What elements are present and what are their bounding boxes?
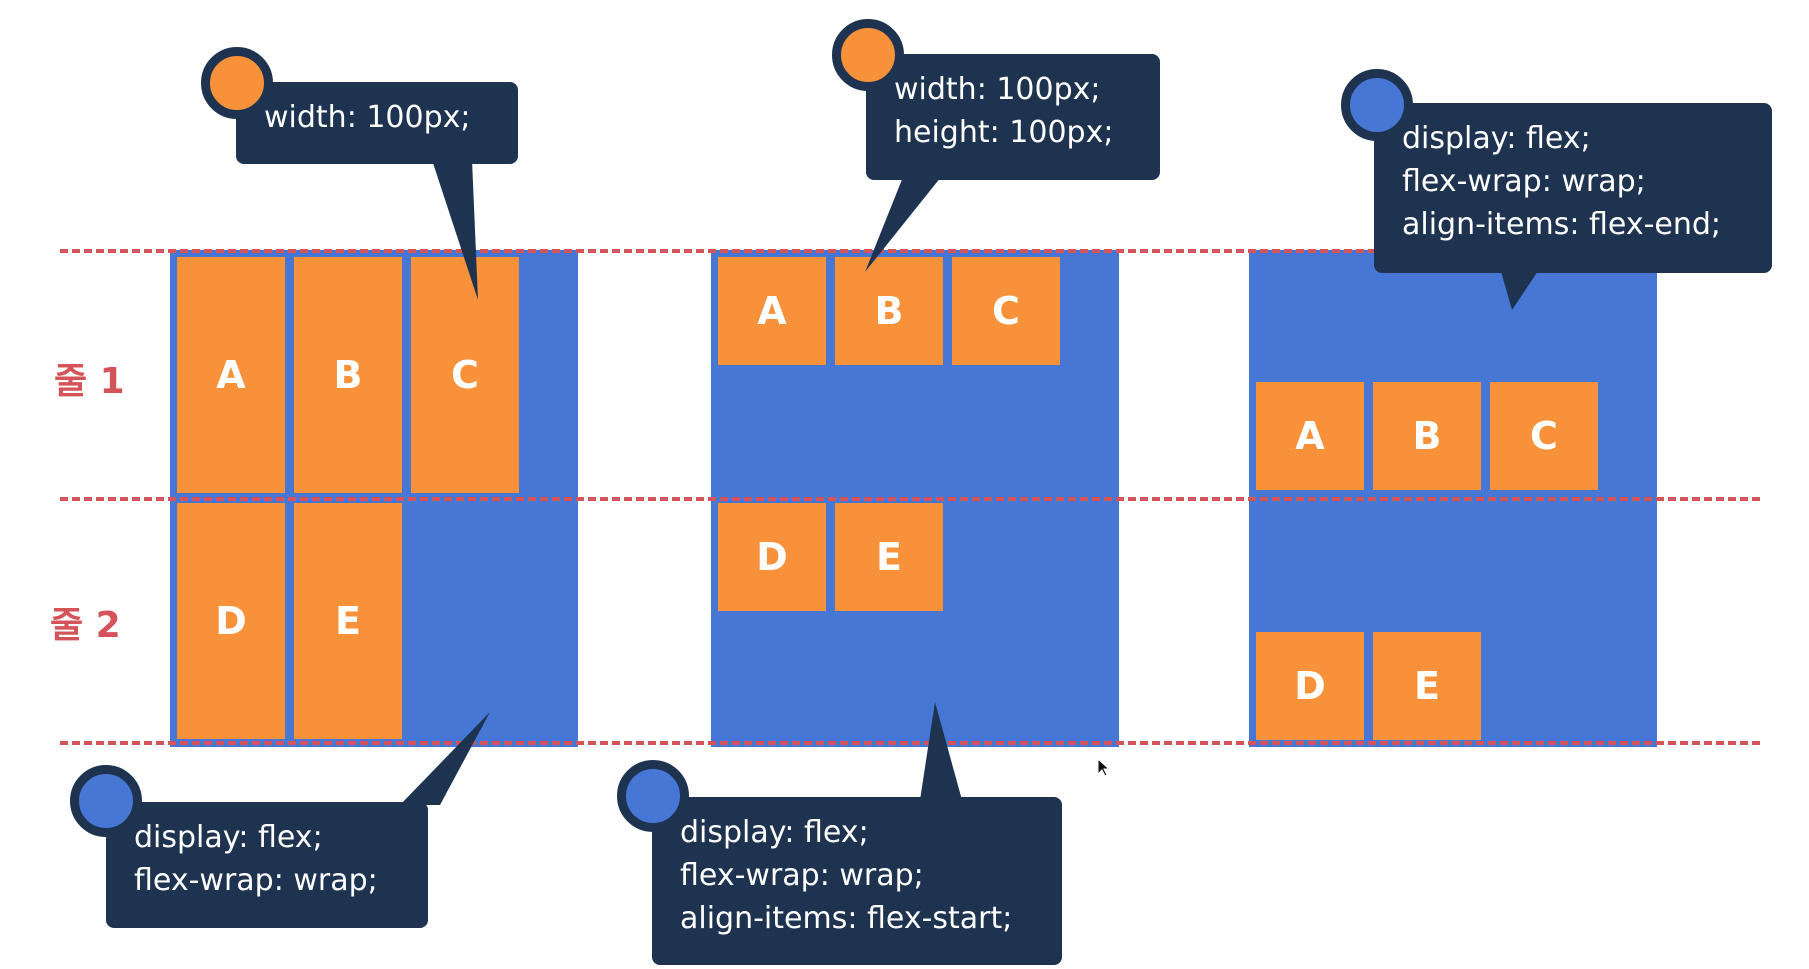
panel-1-item-b: B [294, 257, 402, 493]
line-label-2: 줄 2 [50, 605, 121, 646]
panel-2-item-callout: width: 100px; height: 100px; [866, 54, 1160, 180]
panel-1-item-callout: width: 100px; [236, 82, 518, 164]
panel-1-container-callout: display: flex; flex-wrap: wrap; [106, 802, 428, 928]
panel-1-container-callout-pointer [400, 712, 490, 805]
panel-2-item-e: E [835, 503, 943, 611]
callout-line: display: flex; [1402, 121, 1591, 156]
callout-line: align-items: flex-start; [680, 901, 1013, 936]
panel-3-container-callout-pointer [1500, 268, 1540, 310]
panel-2-item-d: D [718, 503, 826, 611]
guide-line-bottom [60, 741, 1760, 745]
panel-1-item-callout-pointer [432, 160, 478, 300]
panel-1-item-e: E [294, 503, 402, 739]
callout-line: width: 100px; [894, 72, 1101, 107]
panel-2-item-c: C [952, 257, 1060, 365]
line-label-1: 줄 1 [54, 361, 125, 402]
panel-2-item-b: B [835, 257, 943, 365]
callout-line: height: 100px; [894, 115, 1114, 150]
guide-line-middle [60, 497, 1760, 501]
callout-line: display: flex; [680, 815, 869, 850]
panel-1-item-d: D [177, 503, 285, 739]
mouse-cursor-icon [1097, 758, 1111, 777]
callout-line: flex-wrap: wrap; [680, 858, 924, 893]
panel-3-item-e: E [1373, 632, 1481, 740]
panel-3-item-a: A [1256, 382, 1364, 490]
panel-3-container-callout-dot [1341, 69, 1413, 141]
panel-3-container-callout: display: flex; flex-wrap: wrap; align-it… [1374, 103, 1772, 273]
callout-line: flex-wrap: wrap; [134, 863, 378, 898]
panel-2-container-callout-dot [617, 760, 689, 832]
panel-1-item-a: A [177, 257, 285, 493]
panel-3-item-d: D [1256, 632, 1364, 740]
panel-3-item-c: C [1490, 382, 1598, 490]
panel-3-item-b: B [1373, 382, 1481, 490]
panel-2-container-callout-pointer [920, 702, 962, 800]
callout-line: align-items: flex-end; [1402, 207, 1722, 242]
panel-2-container-callout: display: flex; flex-wrap: wrap; align-it… [652, 797, 1062, 965]
panel-1-container-callout-dot [70, 765, 142, 837]
panel-2-item-a: A [718, 257, 826, 365]
callout-line: flex-wrap: wrap; [1402, 164, 1646, 199]
panel-1-item-c: C [411, 257, 519, 493]
callout-line: width: 100px; [264, 100, 471, 135]
callout-line: display: flex; [134, 820, 323, 855]
panel-2-item-callout-dot [832, 19, 904, 91]
panel-1-item-callout-dot [201, 47, 273, 119]
guide-line-top [60, 249, 1760, 253]
panel-2-item-callout-pointer [865, 172, 945, 272]
